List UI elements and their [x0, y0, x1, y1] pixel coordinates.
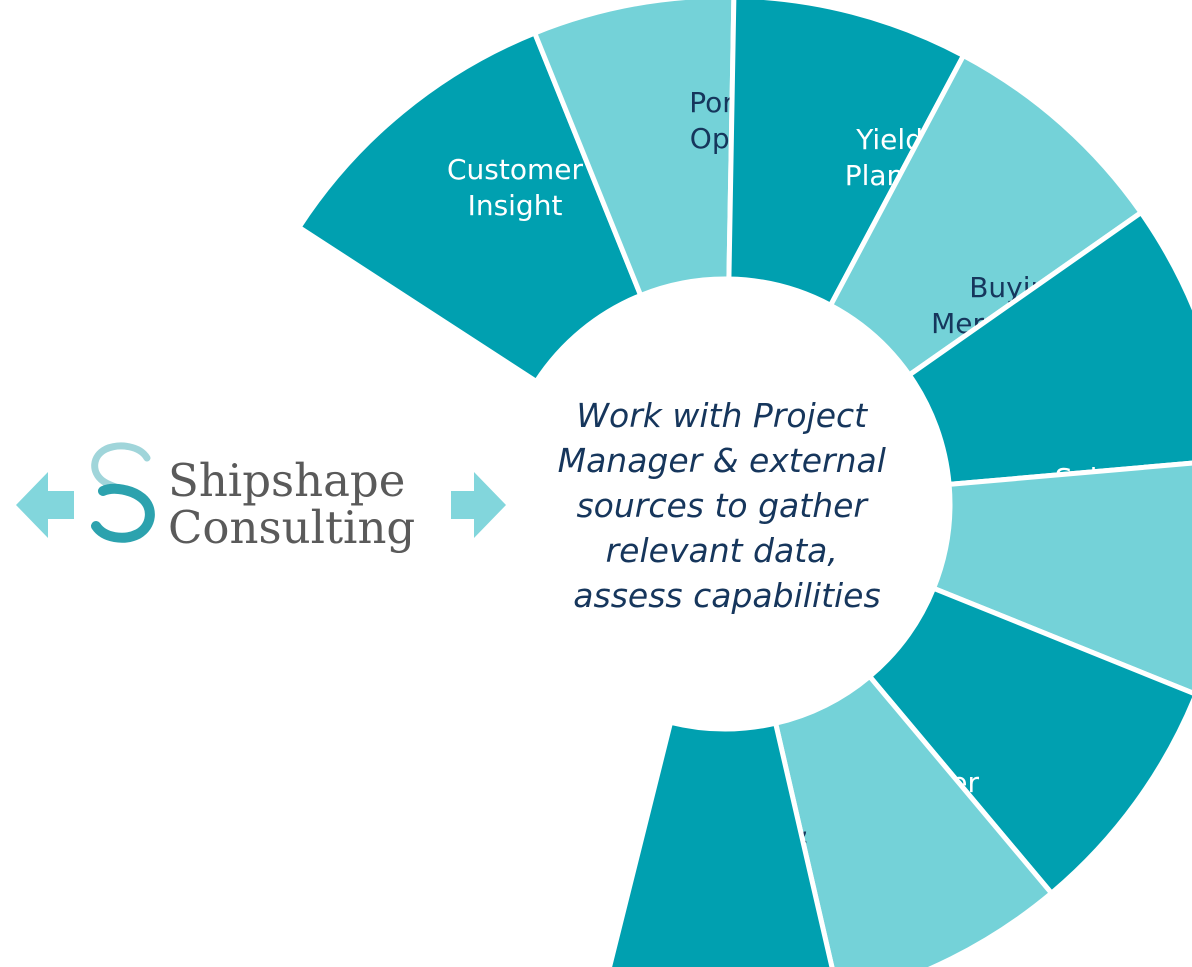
segment-label-line: Customer	[447, 153, 583, 186]
logo-line-consulting: Consulting	[168, 501, 415, 554]
logo-line-shipshape: Shipshape	[168, 454, 405, 507]
center-text-line: Manager & external	[558, 441, 886, 480]
center-text-line: sources to gather	[576, 486, 869, 525]
center-area: Work with Project Manager & external sou…	[502, 281, 948, 727]
center-text-line: Work with Project	[576, 396, 868, 435]
segment-shape-port-ops	[532, 0, 737, 298]
segment-shape-it	[931, 460, 1192, 696]
segment-shape-sales	[906, 210, 1192, 487]
segment-label-line: Marketing	[463, 797, 603, 830]
left-arrow-icon	[16, 472, 74, 538]
center-text: Work with Project Manager & external sou…	[558, 396, 897, 615]
segment-shape-finance-legal	[773, 673, 1054, 967]
center-circle	[502, 281, 948, 727]
segment-label-line: Insight	[468, 189, 563, 222]
shipshape-logo: Shipshape Consulting	[16, 442, 506, 554]
center-text-line: assess capabilities	[573, 576, 880, 615]
logo-wordmark: Shipshape Consulting	[168, 454, 420, 554]
segment-label-marketing: Marketing	[463, 797, 603, 830]
segment-shape-customer-insight	[296, 30, 644, 384]
segment-shape-customer-data	[867, 585, 1192, 896]
right-arrow-icon	[451, 472, 506, 538]
center-text-line: relevant data,	[606, 531, 838, 570]
segment-shape-marketing	[606, 719, 835, 967]
logo-s-mark-icon	[91, 442, 155, 543]
segment-marketing: Marketing	[463, 719, 835, 967]
